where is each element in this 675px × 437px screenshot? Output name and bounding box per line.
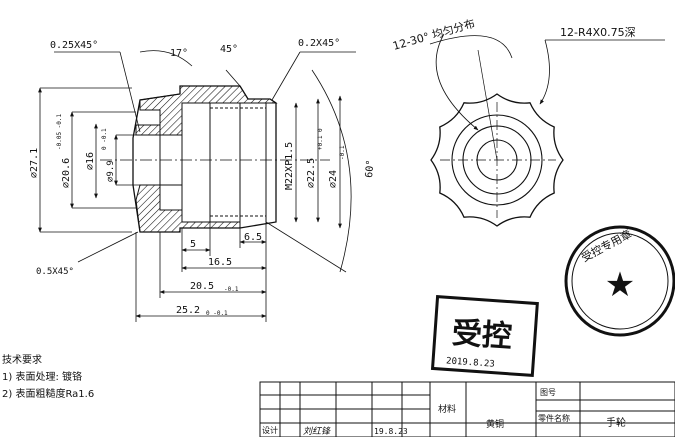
knurled-outline (430, 93, 564, 227)
dim-chamfer-top-left: 0.25X45° (50, 40, 98, 51)
dim-chamfer-bottom-left: 0.5X45° (36, 267, 74, 277)
dim-angle-17: 17° (170, 48, 188, 59)
dim-len-20-5-tol: -0.1 (224, 286, 239, 293)
square-stamp-text: 受控 (451, 316, 513, 355)
dimension-lines (38, 50, 356, 322)
title-block (259, 381, 675, 437)
part-name-label: 零件名称 (538, 413, 570, 423)
technical-requirements: 技术要求 1) 表面处理: 镀铬 2) 表面粗糙度Ra1.6 (2, 352, 94, 403)
designer-label: 设计 (262, 425, 278, 435)
square-stamp-date: 2019.8.23 (446, 356, 495, 369)
dim-chamfer-top-right: 0.2X45° (298, 38, 340, 49)
dim-dia-27: ⌀27.1 (29, 148, 40, 178)
dim-dia-9-9-tol: 0 -0.1 (101, 128, 108, 150)
dim-dia-22-5-tol: +0.1 0 (317, 128, 324, 150)
dim-len-25-2-tol: 0 -0.1 (206, 310, 228, 317)
dim-dia-20-6-tol: -0.05 -0.1 (56, 113, 63, 150)
material-label: 材料 (438, 403, 456, 415)
star-icon: ★ (605, 265, 635, 305)
end-view (429, 33, 665, 227)
pattern-note: 12-30° 均匀分布 (391, 17, 476, 53)
dim-dia-24: ⌀24 (328, 170, 339, 188)
title-block-date: 19.8.23 (374, 427, 408, 436)
section-hatch-top (139, 85, 278, 136)
drawing-no-label: 图号 (540, 388, 556, 397)
dim-dia-20-6: ⌀20.6 (61, 158, 72, 188)
round-stamp: ★ 受控专用章 (564, 225, 675, 337)
dim-dia-22-5: ⌀22.5 (306, 158, 317, 188)
dim-angle-60: 60° (364, 159, 377, 178)
tech-req-item-1: 1) 表面处理: 镀铬 (2, 372, 82, 383)
section-hatch-bottom (135, 184, 241, 233)
part-name-value: 手轮 (606, 416, 626, 429)
dim-len-5: 5 (190, 239, 196, 250)
dim-len-6-5: 6.5 (244, 232, 262, 243)
end-view-texts: 12-30° 均匀分布 12-R4X0.75深 (391, 17, 635, 53)
dim-dia-9-9: ⌀9.9 (106, 160, 116, 182)
dim-len-20-5: 20.5 (190, 281, 214, 292)
section-view (100, 85, 330, 233)
tech-req-item-2: 2) 表面粗糙度Ra1.6 (2, 389, 95, 400)
dim-thread: M22XP1.5 (284, 142, 295, 190)
material-value: 黄铜 (486, 418, 504, 430)
tech-req-title: 技术要求 (2, 355, 42, 366)
dim-angle-45: 45° (220, 44, 238, 55)
square-stamp: 受控 2019.8.23 (430, 294, 539, 377)
dim-dia-16: ⌀16 (85, 152, 96, 170)
groove-note: 12-R4X0.75深 (560, 26, 636, 39)
dim-dia-24-tol: -0.1 (339, 145, 346, 160)
signature: 刘红锋 (303, 426, 331, 437)
dim-len-25-2: 25.2 (176, 305, 200, 316)
dim-len-16-5: 16.5 (208, 257, 232, 268)
dimension-texts: 0.25X45° 17° 45° 0.2X45° ⌀27.1 ⌀20.6 -0.… (29, 38, 377, 317)
title-block-texts: 材料 黄铜 图号 零件名称 手轮 设计 刘红锋 19.8.23 (262, 388, 626, 437)
